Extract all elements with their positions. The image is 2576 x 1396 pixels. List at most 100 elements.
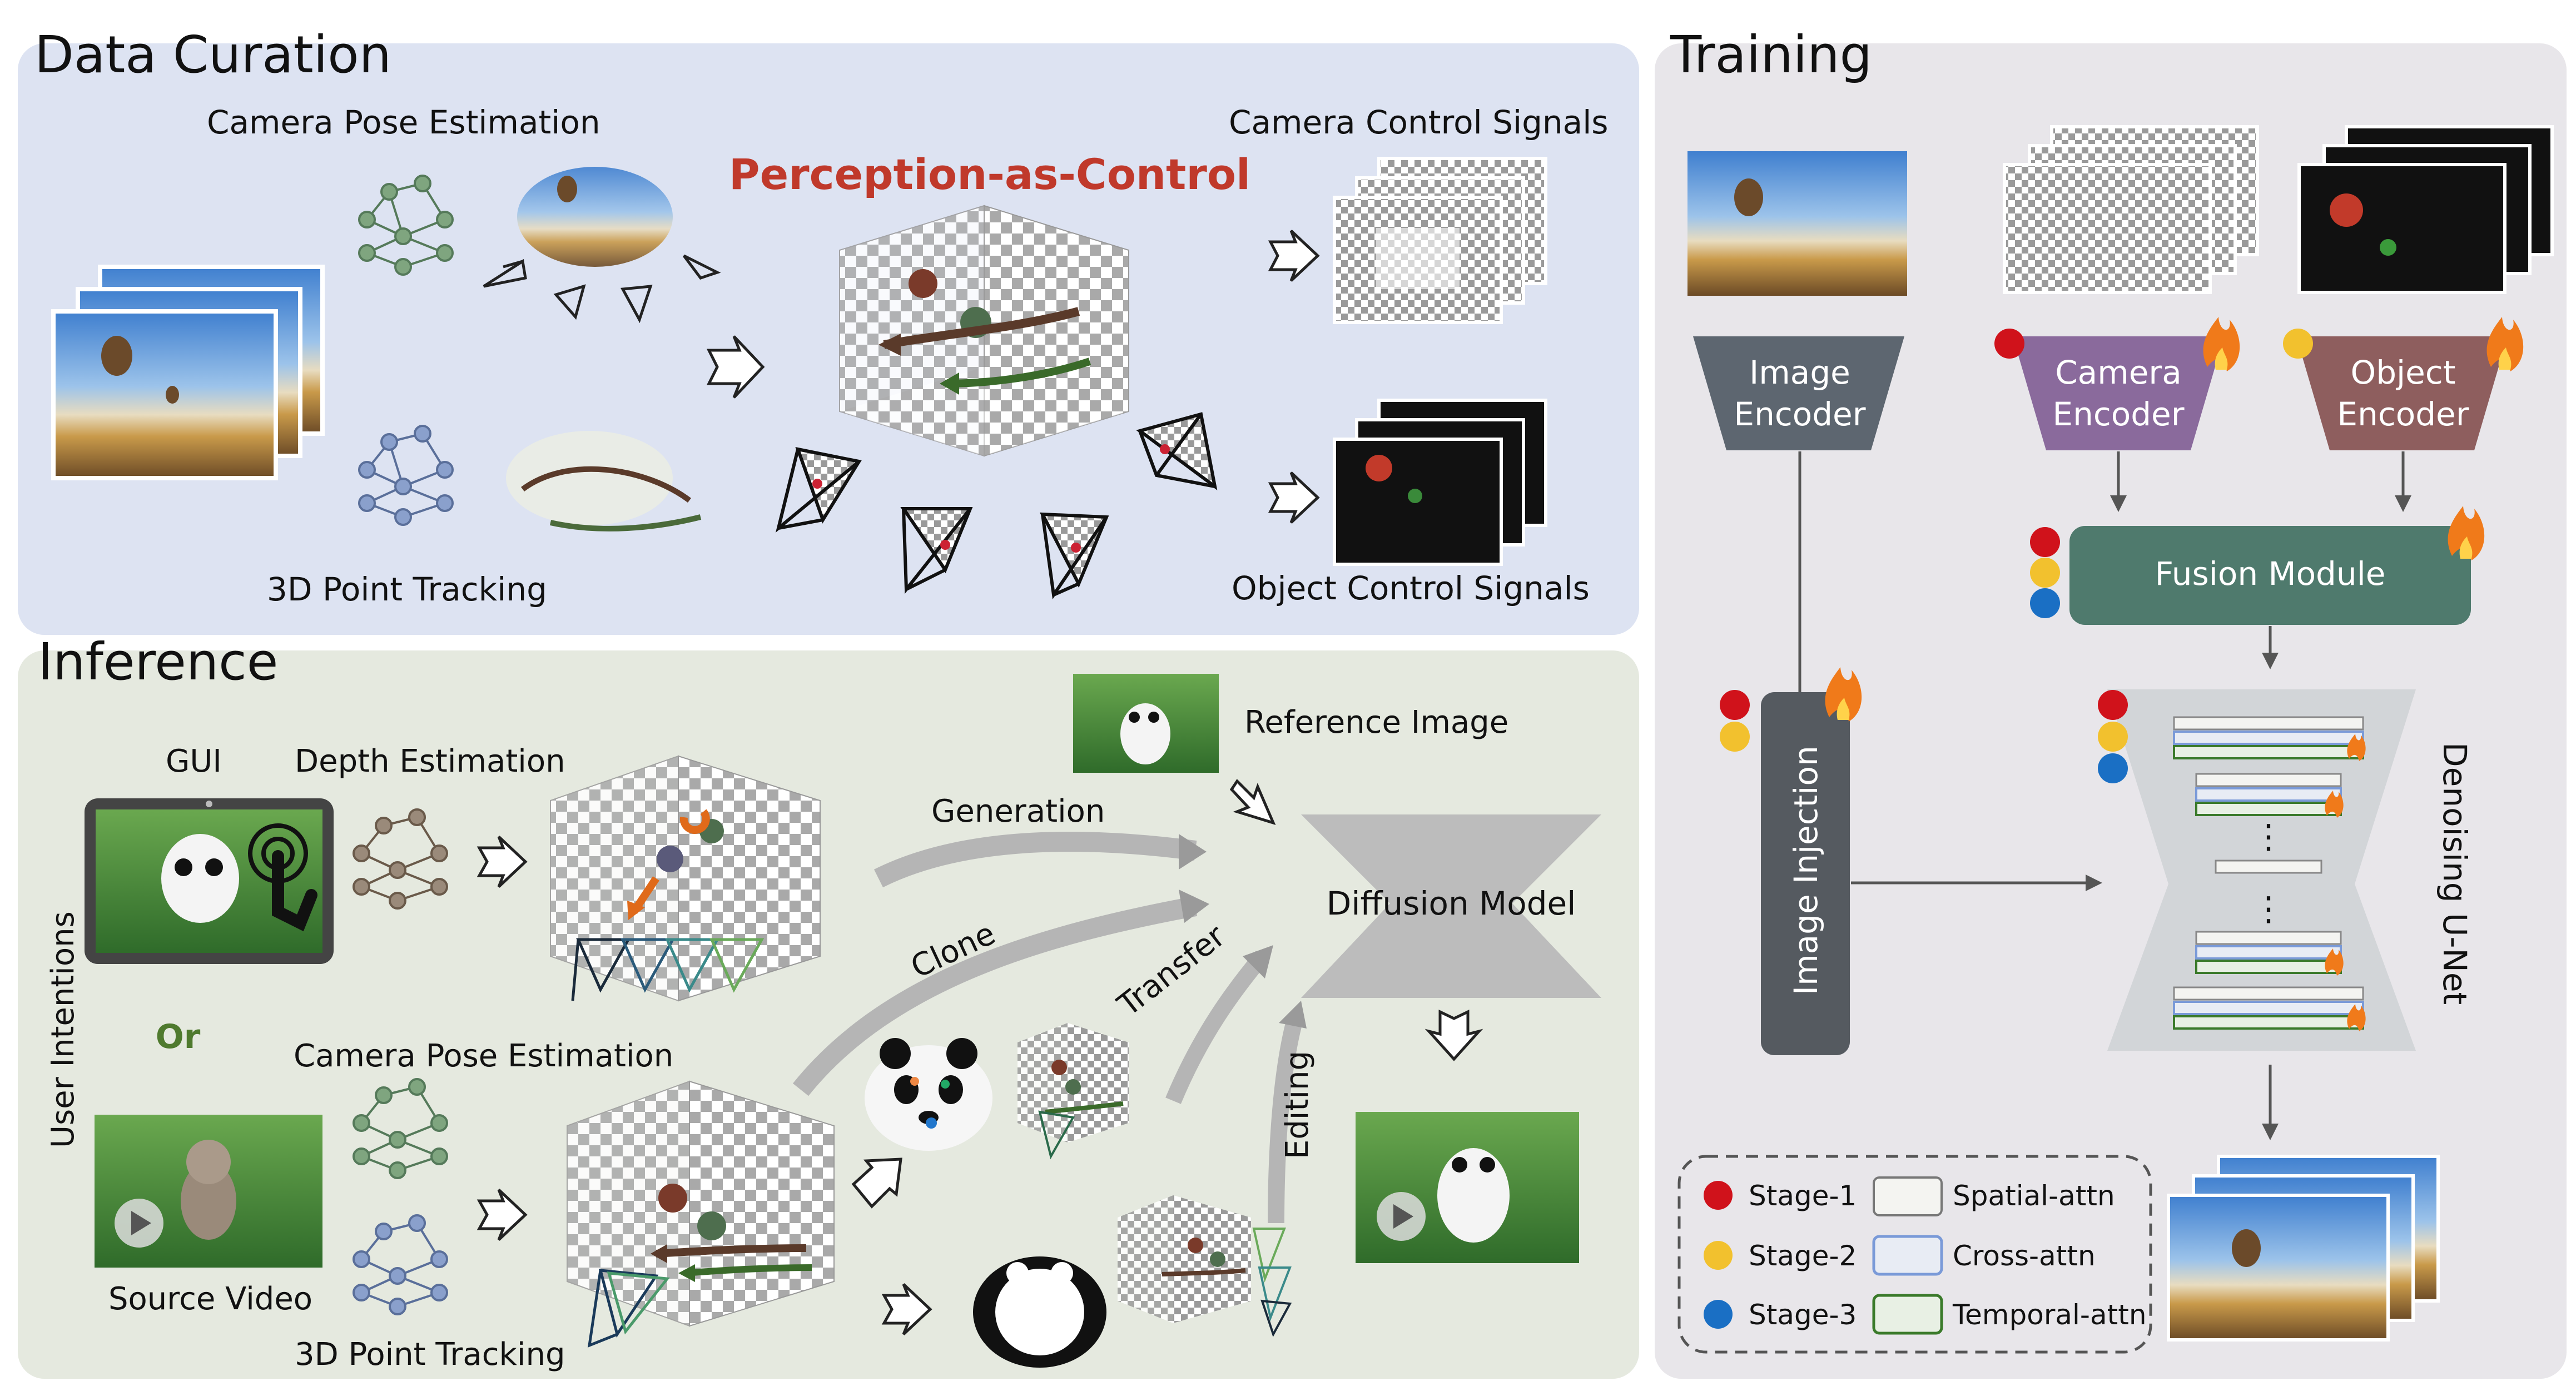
unet-bottleneck-layer (2215, 860, 2322, 874)
legend-stage3-dot (1704, 1300, 1733, 1329)
reference-image-label: Reference Image (1244, 704, 1508, 741)
network-icon (358, 175, 454, 276)
inference-camera-pose-label: Camera Pose Estimation (294, 1038, 673, 1074)
hollow-arrow-icon (881, 1283, 932, 1335)
transfer-arrow (1165, 951, 1269, 1104)
stage3-dot (2030, 588, 2060, 618)
depth-estimation-label: Depth Estimation (295, 743, 565, 779)
denoising-unet-label: Denoising U-Net (2436, 742, 2474, 1005)
editing-label: Editing (1279, 1051, 1316, 1159)
fire-icon (1825, 667, 1862, 722)
image-injection-label: Image Injection (1787, 746, 1825, 995)
hollow-arrow-icon (1229, 779, 1276, 825)
or-label: Or (156, 1017, 201, 1056)
image-encoder-label-1: Image (1749, 354, 1850, 391)
fire-icon (2203, 317, 2240, 371)
point-tracking-label: 3D Point Tracking (267, 570, 547, 608)
camera-control-frames (1333, 157, 1547, 324)
source-video-thumbnail (95, 1115, 322, 1268)
hollow-arrow-icon (1268, 230, 1320, 282)
object-encoder-label-1: Object (2351, 354, 2456, 391)
video-scene-cube (567, 1080, 835, 1348)
unet-layer-stack (2173, 986, 2364, 1030)
object-encoder-label-2: Encoder (2337, 395, 2469, 433)
image-encoder-label-2: Encoder (1734, 395, 1865, 433)
editing-arrow (1268, 1015, 1304, 1224)
stage2-dot (2098, 722, 2128, 752)
source-video-label: Source Video (108, 1281, 312, 1317)
unet-ellipsis: ⋮ (2252, 890, 2285, 928)
stage1-dot (1994, 329, 2024, 359)
perception-cube (839, 205, 1129, 457)
fire-icon (2325, 734, 2366, 1031)
legend-temporal-label: Temporal-attn (1952, 1299, 2147, 1331)
image-encoder-block (1693, 336, 1904, 450)
camera-encoder-block (2013, 336, 2224, 450)
stage2-dot (2030, 558, 2060, 588)
hollow-arrow-icon (851, 1157, 902, 1209)
training-input-image (1687, 151, 1907, 296)
diffusion-model-shape (1301, 814, 1601, 998)
unet-ellipsis: ⋮ (2252, 817, 2285, 856)
clone-arrow (792, 896, 1198, 1096)
stage1-dot (2030, 527, 2060, 557)
input-video-frames (51, 265, 325, 480)
image-injection-block (1761, 692, 1850, 1055)
generation-arrow (873, 832, 1197, 888)
tracking-scene-thumbnail (506, 431, 702, 531)
legend-spatial-swatch (1873, 1176, 1943, 1216)
transfer-arrowhead (1243, 945, 1273, 978)
camera-frustum-large (775, 412, 1218, 600)
pose-scene-thumbnail (517, 167, 673, 267)
reference-image-thumbnail (1073, 674, 1219, 773)
output-video-thumbnail (1356, 1112, 1579, 1263)
gui-depth-cube (550, 755, 821, 1002)
training-camera-frames (2003, 125, 2259, 294)
inference-panel (18, 650, 1639, 1379)
fire-icon (2486, 317, 2524, 371)
object-encoder-block (2296, 336, 2508, 450)
network-icon (353, 808, 448, 910)
perception-as-control-title: Perception-as-Control (729, 150, 1250, 199)
legend-stage3-label: Stage-3 (1749, 1299, 1857, 1331)
data-curation-title: Data Curation (34, 25, 391, 85)
inference-point-tracking-label: 3D Point Tracking (295, 1337, 565, 1373)
hollow-arrow-icon (477, 836, 528, 888)
object-control-frames (1333, 399, 1547, 566)
fire-icon (2448, 506, 2485, 560)
training-object-frames (2297, 125, 2554, 294)
hollow-arrow-icon (477, 1189, 528, 1241)
inference-title: Inference (38, 632, 278, 692)
generation-label: Generation (931, 793, 1105, 829)
camera-pose-estimation-label: Camera Pose Estimation (207, 103, 600, 141)
stage1-dot (2098, 690, 2128, 720)
generation-arrowhead (1179, 834, 1207, 870)
editing-small-cube (1118, 1195, 1292, 1337)
training-output-frames (2167, 1155, 2440, 1342)
hollow-arrow-icon (1268, 471, 1320, 524)
stage1-dot (1720, 690, 1750, 720)
fusion-module-label: Fusion Module (2155, 555, 2386, 593)
gui-tablet (85, 798, 334, 964)
object-control-signals-label: Object Control Signals (1232, 569, 1590, 607)
legend-stage1-label: Stage-1 (1749, 1180, 1857, 1212)
network-icon (353, 1214, 448, 1315)
stage2-dot (1720, 722, 1750, 752)
transfer-small-cube (1018, 1023, 1129, 1160)
gui-label: GUI (166, 743, 222, 779)
hollow-down-arrow-icon (1425, 1010, 1483, 1061)
clone-arrowhead (1179, 890, 1209, 923)
network-icon (353, 1078, 448, 1179)
legend-cross-label: Cross-attn (1953, 1240, 2096, 1272)
fusion-module-block (2069, 526, 2471, 625)
unet-layer-stack (2195, 773, 2342, 816)
unet-layer-stack (2173, 716, 2364, 759)
legend-spatial-label: Spatial-attn (1953, 1180, 2115, 1212)
editing-arrowhead (1279, 1001, 1307, 1029)
stage2-dot (2283, 329, 2313, 359)
network-icon (358, 425, 454, 526)
diffusion-model-label: Diffusion Model (1327, 885, 1576, 922)
legend-stage1-dot (1704, 1181, 1733, 1210)
